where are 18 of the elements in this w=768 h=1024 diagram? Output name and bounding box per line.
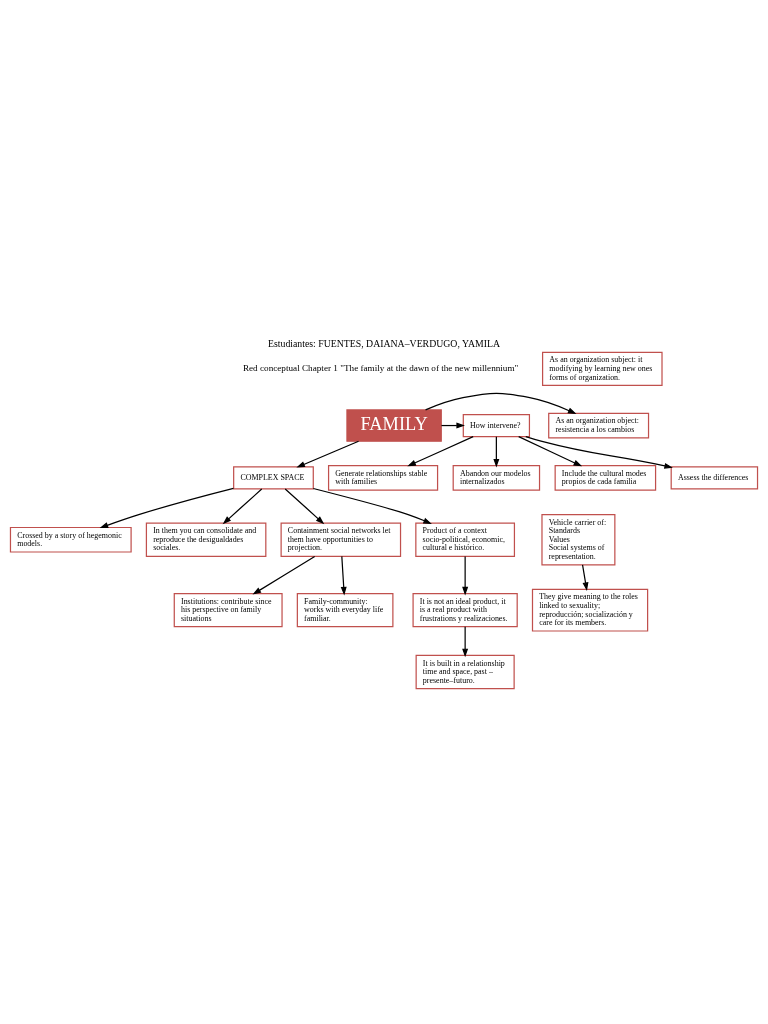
arrow: [424, 392, 577, 414]
arrow: [284, 487, 325, 524]
arrow: [296, 440, 360, 468]
arrow: [462, 555, 469, 595]
arrow: [312, 487, 432, 524]
arrow: [581, 563, 589, 591]
arrow: [493, 435, 500, 467]
arrow: [252, 555, 316, 595]
arrow: [340, 555, 347, 595]
label: Red conceptual Chapter 1 "The family at the dawn of the new millennium": [242, 362, 519, 373]
arrow: [518, 435, 583, 466]
arrow: [407, 435, 474, 466]
arrow: [99, 487, 235, 528]
arrow: [525, 435, 673, 469]
node-box: FAMILY: [346, 408, 442, 442]
arrow: [462, 625, 469, 657]
diagram-title: Estudiantes: FUENTES, DAIANA–VERDUGO, YAMILA: [268, 337, 500, 349]
arrow: [222, 487, 263, 524]
